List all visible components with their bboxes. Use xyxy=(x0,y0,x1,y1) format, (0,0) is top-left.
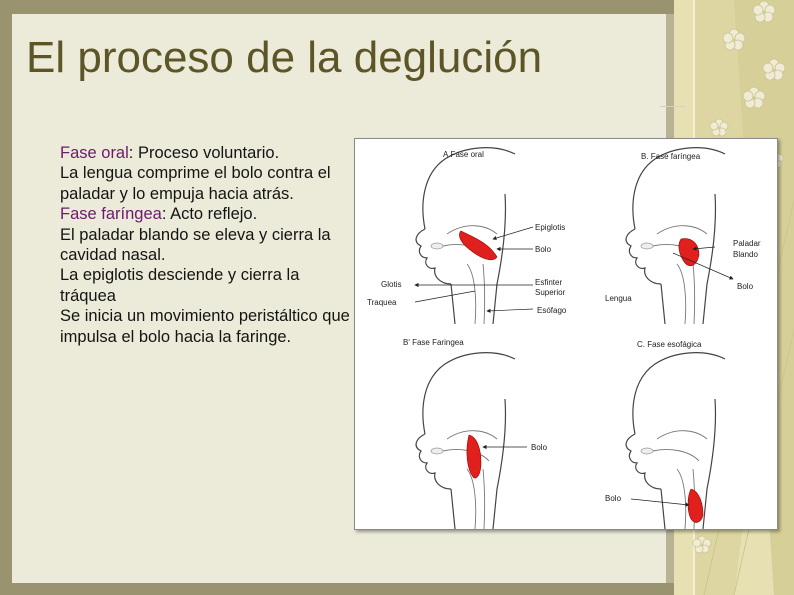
label-bolo-c: Bolo xyxy=(605,494,622,503)
slide-border-bottom xyxy=(0,583,690,595)
body-paragraph: La epiglotis desciende y cierra la tráqu… xyxy=(60,266,300,305)
label-esfinter: Esfinter xyxy=(535,278,562,287)
bolus-shape xyxy=(687,488,704,523)
label-bolo-b2: Bolo xyxy=(531,443,548,452)
label-bolo-b: Bolo xyxy=(737,282,754,291)
bolus-shape xyxy=(459,230,498,261)
bolus-shape xyxy=(678,238,700,267)
body-paragraph: Fase faríngea: Acto reflejo. xyxy=(60,204,350,224)
flower-icon xyxy=(692,535,712,554)
label-superior: Superior xyxy=(535,288,566,297)
panel-c-title: C. Fase esofágica xyxy=(637,340,702,349)
flower-icon xyxy=(709,118,729,137)
slide-border-left xyxy=(0,0,12,595)
phase-label: Fase oral xyxy=(60,144,129,162)
label-glotis: Glotis xyxy=(381,280,401,289)
label-paladar: Paladar xyxy=(733,239,761,248)
panel-b2-title: B' Fase Faringea xyxy=(403,338,464,347)
phase-text: : Acto reflejo. xyxy=(161,205,258,224)
flower-icon xyxy=(752,0,776,23)
label-lengua: Lengua xyxy=(605,294,632,303)
label-epiglotis: Epiglotis xyxy=(535,223,565,232)
flower-icon xyxy=(722,28,746,51)
panel-b-title: B. Fase faríngea xyxy=(641,152,701,161)
bolus-shape xyxy=(466,434,482,479)
panel-pharyngeal-phase-b2 xyxy=(415,352,516,529)
page-title: El proceso de la deglución xyxy=(26,33,543,82)
panel-a-title: A.Fase oral xyxy=(443,150,484,159)
label-blando: Blando xyxy=(733,250,758,259)
body-paragraph: El paladar blando se eleva y cierra la c… xyxy=(60,225,331,265)
label-esofago: Esófago xyxy=(537,306,567,315)
flower-icon xyxy=(742,86,766,109)
body-paragraph: Se inicia un movimiento peristáltico que… xyxy=(60,307,350,346)
label-traquea: Traquea xyxy=(367,298,397,307)
phase-text: : Proceso voluntario. xyxy=(128,144,280,162)
phase-label: Fase faríngea xyxy=(60,205,162,224)
label-bolo-a: Bolo xyxy=(535,245,552,254)
slide-border-top xyxy=(0,0,690,14)
swallowing-diagram: A.Fase oral B. Fase faríngea B' Fase Far… xyxy=(354,138,778,530)
body-paragraph: Fase oral: Proceso voluntario. xyxy=(60,143,350,163)
panel-esophageal-phase xyxy=(625,352,726,529)
flower-icon xyxy=(762,58,786,81)
slide-body: Fase oral: Proceso voluntario. La lengua… xyxy=(60,143,350,347)
title-divider xyxy=(660,106,686,107)
panel-pharyngeal-phase xyxy=(625,147,726,325)
panel-oral-phase xyxy=(415,147,516,325)
body-paragraph: La lengua comprime el bolo contra el pal… xyxy=(60,164,331,203)
